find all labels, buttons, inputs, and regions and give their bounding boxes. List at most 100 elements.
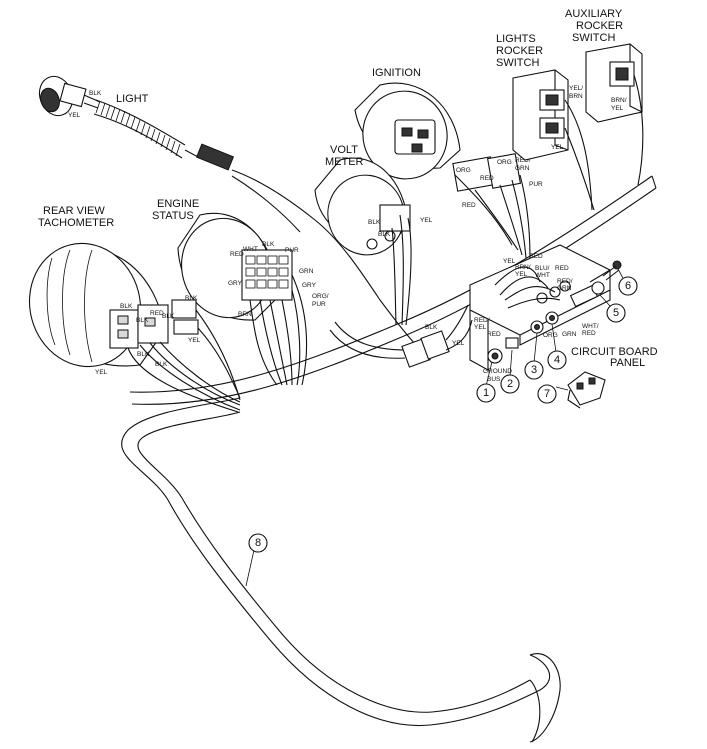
es-wire-blk: BLK: [262, 241, 275, 248]
cb-wire-brn-yel-1: BRN/: [515, 264, 531, 271]
lr-wire-yel: YEL: [551, 144, 564, 151]
tach-wire-blk1: BLK: [120, 303, 133, 310]
cb-wire-grn: GRN: [562, 331, 577, 338]
callout-leaders: [245, 268, 625, 587]
cb-wire-red-yel-1: RED/: [474, 317, 490, 324]
circuit-board-label-2: PANEL: [610, 357, 645, 369]
svg-text:7: 7: [544, 388, 550, 400]
lr-wire-yel-brn-2: BRN: [569, 93, 583, 100]
lights-rocker-label-2: ROCKER: [496, 45, 543, 57]
cb-wire-red-yel-2: YEL: [474, 324, 487, 331]
tach-wire-red: RED: [150, 310, 164, 317]
vm-wire-yel: YEL: [420, 217, 433, 224]
main-harness-rail: [129, 175, 657, 405]
callout-5: 5: [606, 303, 626, 323]
callout-2: 2: [500, 374, 520, 394]
cb-wire-blu-wht-2: WHT: [535, 272, 550, 279]
tach-label-1: REAR VIEW: [43, 205, 105, 217]
ign-wire-org: ORG: [456, 167, 471, 174]
tach-wire-blk6: BLK: [155, 361, 168, 368]
es-wire-wht: WHT: [243, 246, 258, 253]
auxiliary-rocker-switch: [585, 43, 644, 186]
engine-status-label-1: ENGINE: [157, 198, 199, 210]
cb-wire-wht-red-1: WHT/: [582, 323, 599, 330]
svg-text:1: 1: [483, 387, 489, 399]
es-wire-org-pur-2: PUR: [312, 301, 326, 308]
callout-4: 4: [547, 350, 567, 370]
tach-label-2: TACHOMETER: [38, 217, 114, 229]
ign-wire-red2: RED: [462, 202, 476, 209]
svg-text:2: 2: [507, 378, 513, 390]
circuit-board-panel: [469, 244, 622, 371]
ignition-label: IGNITION: [372, 67, 421, 79]
light-wire-blk: BLK: [89, 90, 102, 97]
tach-wire-yel2: YEL: [95, 369, 108, 376]
rear-view-tachometer: [28, 242, 241, 413]
ign-wire-pur: PUR: [529, 181, 543, 188]
es-wire-red: RED: [230, 251, 244, 258]
connector-wire-blk: BLK: [425, 324, 438, 331]
light-wire-yel: YEL: [68, 112, 81, 119]
callout-1: 1: [476, 383, 496, 403]
terminal-block: [567, 371, 606, 409]
lr-wire-yel-brn-1: YEL/: [569, 85, 583, 92]
cb-wire-red2: RED: [555, 265, 569, 272]
lights-rocker-label-3: SWITCH: [496, 57, 539, 69]
cb-wire-red-grn-2: GRN: [557, 285, 572, 292]
callout-3: 3: [524, 360, 544, 380]
ign-wire-red-grn-1: RED/: [515, 157, 531, 164]
aux-rocker-label-3: SWITCH: [572, 32, 615, 44]
aux-rocker-label-1: AUXILIARY: [565, 8, 623, 20]
svg-text:6: 6: [625, 280, 631, 292]
cb-wire-yel: YEL: [503, 258, 516, 265]
volt-meter-label-1: VOLT: [330, 144, 358, 156]
callout-6: 6: [618, 276, 638, 296]
volt-meter-label-2: METER: [325, 156, 364, 168]
svg-text:4: 4: [554, 354, 560, 366]
cb-wire-red3: RED: [487, 331, 501, 338]
light-label: LIGHT: [116, 93, 149, 105]
lights-rocker-label-1: LIGHTS: [496, 33, 536, 45]
ignition-switch: [354, 82, 531, 259]
ign-wire-org2: ORG: [497, 159, 512, 166]
cb-wire-org: ORG: [543, 332, 558, 339]
tach-wire-blk5: BLK: [137, 351, 150, 358]
callout-8: 8: [248, 533, 268, 553]
callout-7: 7: [537, 384, 557, 404]
vm-wire-blk: BLK: [368, 219, 381, 226]
ground-bus-label-2: BUS: [487, 376, 501, 383]
light-assembly: [38, 75, 431, 361]
tach-wire-yel: YEL: [188, 337, 201, 344]
vm-wire-blk2: BLK: [378, 231, 391, 238]
center-connector: [329, 304, 473, 368]
es-wire-grn: GRN: [299, 268, 314, 275]
engine-status-gauge: [177, 212, 308, 386]
tach-wire-blk2: BLK: [136, 317, 149, 324]
circuit-board-label-1: CIRCUIT BOARD: [571, 346, 658, 358]
ign-wire-red: RED: [480, 175, 494, 182]
es-wire-gry2: GRY: [302, 282, 317, 289]
es-wire-pur: PUR: [285, 247, 299, 254]
cb-wire-blu-wht-1: BLU/: [535, 265, 550, 272]
svg-text:8: 8: [255, 537, 261, 549]
cb-wire-brn-yel-2: YEL: [515, 271, 528, 278]
tach-wire-blk4: BLK: [185, 295, 198, 302]
aux-wire-brn-yel-1: BRN/: [611, 97, 627, 104]
ground-bus-label-1: GROUND: [483, 368, 512, 375]
tach-wire-blk3: BLK: [162, 313, 175, 320]
es-wire-org-pur-1: ORG/: [312, 293, 329, 300]
harness-tail: [121, 397, 561, 743]
cb-wire-red: RED: [529, 253, 543, 260]
svg-text:5: 5: [613, 307, 619, 319]
es-wire-brn: BRN: [238, 311, 252, 318]
engine-status-label-2: STATUS: [152, 210, 194, 222]
svg-text:3: 3: [531, 364, 537, 376]
ign-wire-red-grn-2: GRN: [515, 165, 530, 172]
lights-rocker-switch: [512, 69, 595, 211]
cb-wire-red-grn-1: RED/: [557, 278, 573, 285]
es-wire-gry: GRY: [228, 280, 243, 287]
cb-wire-wht-red-2: RED: [582, 330, 596, 337]
aux-wire-brn-yel-2: YEL: [611, 105, 624, 112]
